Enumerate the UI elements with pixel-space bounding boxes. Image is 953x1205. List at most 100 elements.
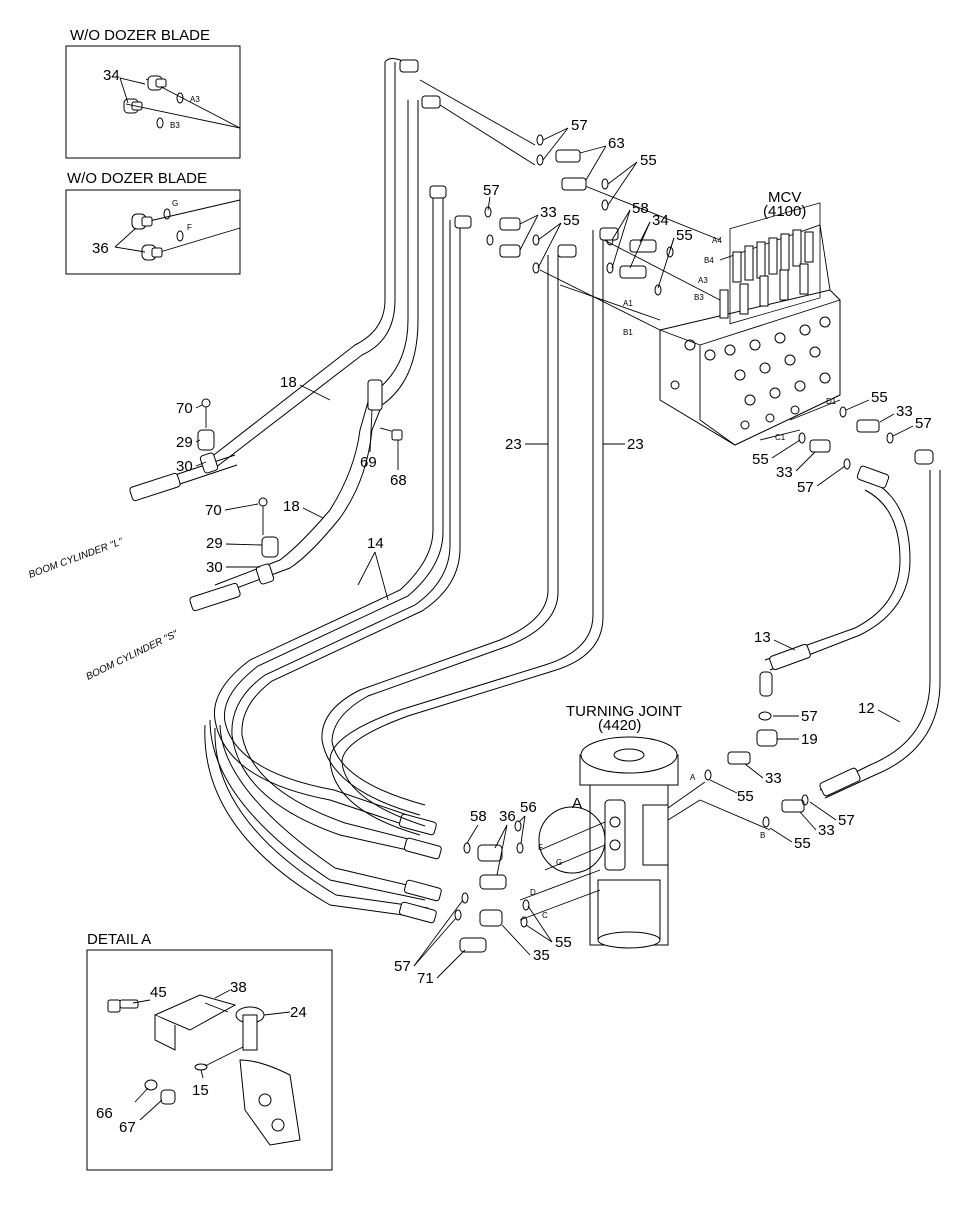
- callout-57: 57: [797, 479, 814, 496]
- callout-33: 33: [896, 403, 913, 420]
- main-control-valve: MCV (4100) A4 B4 A3 B3 A1 B1 D1 C1: [623, 189, 841, 446]
- port-label: F: [538, 843, 543, 852]
- turning-joint-code: (4420): [598, 717, 641, 734]
- callout-19: 19: [801, 731, 818, 748]
- callout-70: 70: [205, 502, 222, 519]
- callout-23: 23: [627, 436, 644, 453]
- callout-57: 57: [915, 415, 932, 432]
- callout-68: 68: [390, 472, 407, 489]
- callout-55: 55: [871, 389, 888, 406]
- turning-joint-name: TURNING JOINT: [566, 703, 682, 720]
- port-label: A: [690, 773, 696, 782]
- leader: [114, 246, 146, 253]
- port-label: G: [556, 858, 562, 867]
- callout-29: 29: [176, 434, 193, 451]
- callout-55: 55: [640, 152, 657, 169]
- leader: [149, 227, 241, 256]
- mcv-leaders: [419, 79, 841, 441]
- plug-fitting: [147, 75, 167, 91]
- port-label: A3: [190, 95, 200, 104]
- callout-36: 36: [92, 240, 109, 257]
- mcv-ports: [670, 316, 831, 430]
- callout-23: 23: [505, 436, 522, 453]
- port-label: B3: [694, 293, 704, 302]
- callout-30: 30: [176, 458, 193, 475]
- port-label: G: [172, 199, 178, 208]
- inset-dozer-blade-2: W/O DOZER BLADE G F 36: [65, 170, 241, 275]
- tj-fittings: [454, 711, 809, 953]
- hose-18-upper: [129, 58, 419, 502]
- callout-29: 29: [206, 535, 223, 552]
- plug-fitting: [141, 244, 163, 261]
- callout-55: 55: [555, 934, 572, 951]
- callout-12: 12: [858, 700, 875, 717]
- detail-a-marker: A: [572, 795, 582, 812]
- callout-34: 34: [103, 67, 120, 84]
- plug-fitting: [123, 98, 143, 114]
- valve-spools: [719, 229, 814, 319]
- callout-57: 57: [571, 117, 588, 134]
- boom-cylinder-l-label: BOOM CYLINDER "L": [27, 536, 125, 580]
- port-label: D1: [826, 397, 837, 406]
- callout-58: 58: [470, 808, 487, 825]
- callout-57: 57: [801, 708, 818, 725]
- callouts: 57 63 55 57 33 55 58 34 55 18 70 29 30: [96, 117, 932, 1136]
- callout-33: 33: [765, 770, 782, 787]
- callout-55: 55: [676, 227, 693, 244]
- callout-24: 24: [290, 1004, 307, 1021]
- callout-58: 58: [632, 200, 649, 217]
- o-ring: [156, 117, 164, 129]
- leader: [119, 77, 129, 104]
- callout-14: 14: [367, 535, 384, 552]
- callout-70: 70: [176, 400, 193, 417]
- callout-67: 67: [119, 1119, 136, 1136]
- callout-66: 66: [96, 1105, 113, 1122]
- port-label: D: [530, 888, 536, 897]
- callout-63: 63: [608, 135, 625, 152]
- mcv-code: (4100): [763, 203, 806, 220]
- callout-55: 55: [794, 835, 811, 852]
- o-ring: [176, 230, 184, 242]
- callout-55: 55: [563, 212, 580, 229]
- callout-57: 57: [394, 958, 411, 975]
- leader: [125, 103, 241, 129]
- callout-69: 69: [360, 454, 377, 471]
- callout-30: 30: [206, 559, 223, 576]
- port-label: C1: [775, 433, 786, 442]
- inset-2-frame: [65, 189, 241, 275]
- callout-57: 57: [483, 182, 500, 199]
- callout-71: 71: [417, 970, 434, 987]
- callout-56: 56: [520, 799, 537, 816]
- inset-2-title: W/O DOZER BLADE: [67, 170, 207, 187]
- mcv-fittings: [484, 134, 894, 470]
- port-label: A4: [712, 236, 722, 245]
- inset-dozer-blade-1: W/O DOZER BLADE A3 B3 34: [65, 27, 241, 159]
- callout-18: 18: [280, 374, 297, 391]
- port-label: A1: [623, 299, 633, 308]
- port-label: F: [187, 223, 192, 232]
- port-label: A3: [698, 276, 708, 285]
- hose-23: [321, 227, 619, 836]
- callout-38: 38: [230, 979, 247, 996]
- callout-18: 18: [283, 498, 300, 515]
- hose-12: [819, 449, 941, 799]
- inset-1-title: W/O DOZER BLADE: [70, 27, 210, 44]
- hose-13: [759, 465, 911, 697]
- detail-a: DETAIL A: [86, 931, 333, 1171]
- clamp-29-upper: [197, 398, 215, 451]
- leader: [119, 77, 146, 85]
- port-label: C: [542, 911, 548, 920]
- hose-18-lower: [189, 95, 441, 612]
- plug-fitting: [131, 213, 153, 230]
- boom-cylinder-s-label: BOOM CYLINDER "S": [84, 629, 180, 683]
- tj-leaders: A B F G D C: [519, 773, 771, 921]
- leader: [114, 227, 137, 248]
- callout-33: 33: [818, 822, 835, 839]
- callout-36: 36: [499, 808, 516, 825]
- port-label: B1: [623, 328, 633, 337]
- callout-55: 55: [752, 451, 769, 468]
- callout-13: 13: [754, 629, 771, 646]
- leader: [144, 199, 241, 223]
